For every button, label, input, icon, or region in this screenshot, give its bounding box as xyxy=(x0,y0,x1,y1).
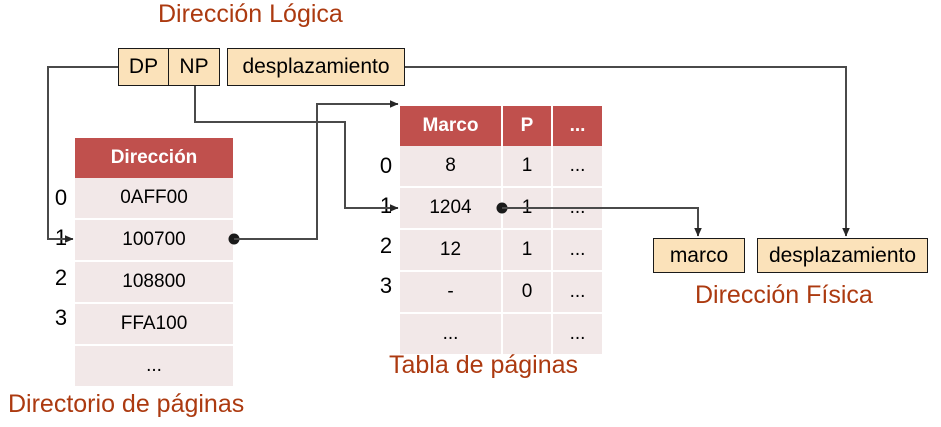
page-directory-cell-address: 108800 xyxy=(75,261,233,304)
physical-address-frame-box: marco xyxy=(653,238,745,273)
page-table-cell-present: 1 xyxy=(502,146,553,188)
page-directory-cell-address: 100700 xyxy=(75,219,233,262)
table-row: 0AFF00 xyxy=(75,178,233,220)
page-table-cell-present: 0 xyxy=(502,271,553,314)
page-directory-cell-address: 0AFF00 xyxy=(75,178,233,220)
table-row: 100700 xyxy=(75,219,233,262)
page-directory-caption: Directorio de páginas xyxy=(8,390,245,418)
page-table-row-index: 0 xyxy=(379,153,393,178)
page-table-cell-ellipsis: ... xyxy=(552,271,602,314)
page-directory-row-index: 3 xyxy=(54,305,68,330)
page-table-row-index: 3 xyxy=(379,273,393,298)
table-header-row: Dirección xyxy=(75,138,233,178)
logical-address-offset-box: desplazamiento xyxy=(227,48,405,86)
page-directory-header-direccion: Dirección xyxy=(75,138,233,178)
page-table-cell-present xyxy=(502,313,553,354)
table-row: 12 1 ... xyxy=(400,229,602,272)
page-directory-row-index: 0 xyxy=(54,185,68,210)
page-table-header-ellipsis: ... xyxy=(552,106,602,146)
page-directory-row-index: 1 xyxy=(54,225,68,250)
logical-address-np-field: NP xyxy=(179,55,209,78)
table-row: FFA100 xyxy=(75,303,233,346)
page-table-cell-frame: 8 xyxy=(400,146,503,188)
page-table-row-index: 2 xyxy=(379,233,393,258)
table-row: 1204 1 ... xyxy=(400,187,602,230)
page-table-cell-ellipsis: ... xyxy=(552,146,602,188)
page-directory-table: Dirección 0AFF00 100700 108800 FFA100 ..… xyxy=(75,138,233,386)
table-row: 8 1 ... xyxy=(400,146,602,188)
page-table-caption: Tabla de páginas xyxy=(389,351,579,379)
page-table-header-p: P xyxy=(502,106,553,146)
page-directory-row-index-list: 0 1 2 3 xyxy=(50,178,72,338)
logical-address-dp-np-box: DP NP xyxy=(118,48,220,86)
table-row: - 0 ... xyxy=(400,271,602,314)
page-directory-row-index: 2 xyxy=(54,265,68,290)
arrow-directory-entry-to-page-table-base xyxy=(234,100,399,240)
page-table-cell-ellipsis: ... xyxy=(552,229,602,272)
page-directory-cell-ellipsis: ... xyxy=(75,345,233,386)
page-table-cell-present: 1 xyxy=(502,187,553,230)
page-directory-cell-address: FFA100 xyxy=(75,303,233,346)
page-table-cell-frame: 12 xyxy=(400,229,503,272)
logical-address-title: Dirección Lógica xyxy=(158,0,343,28)
page-table-row-index-list: 0 1 2 3 xyxy=(375,146,397,306)
table-row: ... xyxy=(75,345,233,386)
logical-address-dp-field: DP xyxy=(119,49,170,85)
table-header-row: Marco P ... xyxy=(400,106,602,146)
physical-address-offset-box: desplazamiento xyxy=(757,238,928,273)
page-table-cell-frame: ... xyxy=(400,313,503,354)
table-row: ... ... xyxy=(400,313,602,354)
page-table-cell-frame: - xyxy=(400,271,503,314)
page-table-cell-ellipsis: ... xyxy=(552,313,602,354)
page-table: Marco P ... 8 1 ... 1204 1 ... 12 1 ... xyxy=(400,106,602,354)
physical-address-title: Dirección Física xyxy=(695,281,873,309)
page-table-cell-present: 1 xyxy=(502,229,553,272)
page-table-row-index: 1 xyxy=(379,193,393,218)
page-table-cell-frame: 1204 xyxy=(400,187,503,230)
page-table-header-marco: Marco xyxy=(400,106,503,146)
page-table-cell-ellipsis: ... xyxy=(552,187,602,230)
table-row: 108800 xyxy=(75,261,233,304)
